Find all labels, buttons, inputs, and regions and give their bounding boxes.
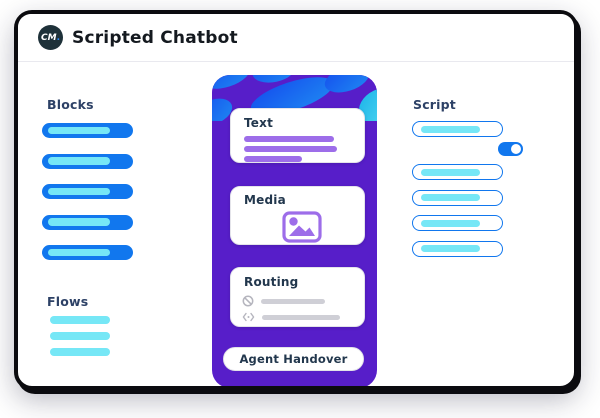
routing-row (242, 312, 364, 322)
text-block-card[interactable]: Text (230, 108, 365, 163)
blocks-list (42, 123, 133, 260)
routing-row (242, 295, 364, 307)
logo-text: CM (41, 32, 57, 43)
toggle-switch[interactable] (498, 142, 523, 156)
block-label-skeleton (48, 218, 110, 226)
text-line-skeleton (244, 156, 302, 162)
chatbot-canvas: Text Media (212, 75, 377, 386)
block-item[interactable] (42, 245, 133, 260)
code-icon (242, 312, 255, 322)
text-line-skeleton (244, 136, 334, 142)
flow-item[interactable] (50, 348, 110, 356)
script-label-skeleton (421, 219, 480, 227)
cm-logo-icon: CM. (38, 25, 63, 50)
block-item[interactable] (42, 153, 133, 169)
page-title: Scripted Chatbot (72, 27, 238, 48)
image-icon (282, 211, 322, 243)
routing-block-card[interactable]: Routing (230, 267, 365, 327)
text-skeleton-lines (244, 136, 364, 162)
block-label-skeleton (48, 187, 110, 196)
script-item[interactable] (412, 240, 503, 257)
routing-skeleton-line (262, 314, 340, 320)
flows-heading: Flows (47, 294, 89, 309)
script-item[interactable] (412, 215, 503, 231)
agent-handover-button[interactable]: Agent Handover (223, 347, 364, 371)
media-block-card[interactable]: Media (230, 186, 365, 245)
script-label-skeleton (421, 194, 480, 201)
script-label-skeleton (421, 168, 480, 176)
blocks-heading: Blocks (47, 97, 94, 112)
block-label-skeleton (48, 157, 110, 165)
script-label-skeleton (421, 245, 480, 252)
flow-item[interactable] (50, 316, 110, 324)
block-item[interactable] (42, 123, 133, 138)
text-line-skeleton (244, 146, 337, 152)
banner-blob-pattern (212, 75, 377, 121)
app-header: CM. Scripted Chatbot (18, 14, 574, 62)
flows-list (50, 316, 110, 356)
script-item[interactable] (412, 189, 503, 206)
script-heading: Script (413, 97, 456, 112)
script-label-skeleton (421, 125, 480, 133)
toggle-knob (511, 143, 522, 154)
app-window: CM. Scripted Chatbot Blocks Flow (14, 10, 578, 390)
media-card-label: Media (244, 193, 286, 207)
flow-item[interactable] (50, 332, 110, 340)
prohibited-icon (242, 295, 254, 307)
script-list (412, 164, 503, 257)
script-item[interactable] (412, 164, 503, 180)
text-card-label: Text (244, 116, 274, 130)
routing-rows (242, 295, 364, 322)
block-item[interactable] (42, 184, 133, 199)
block-label-skeleton (48, 126, 110, 135)
block-item[interactable] (42, 214, 133, 230)
routing-card-label: Routing (244, 275, 299, 289)
script-item[interactable] (412, 121, 503, 137)
logo-dot: . (56, 32, 60, 43)
block-label-skeleton (48, 248, 110, 257)
routing-skeleton-line (261, 298, 325, 304)
